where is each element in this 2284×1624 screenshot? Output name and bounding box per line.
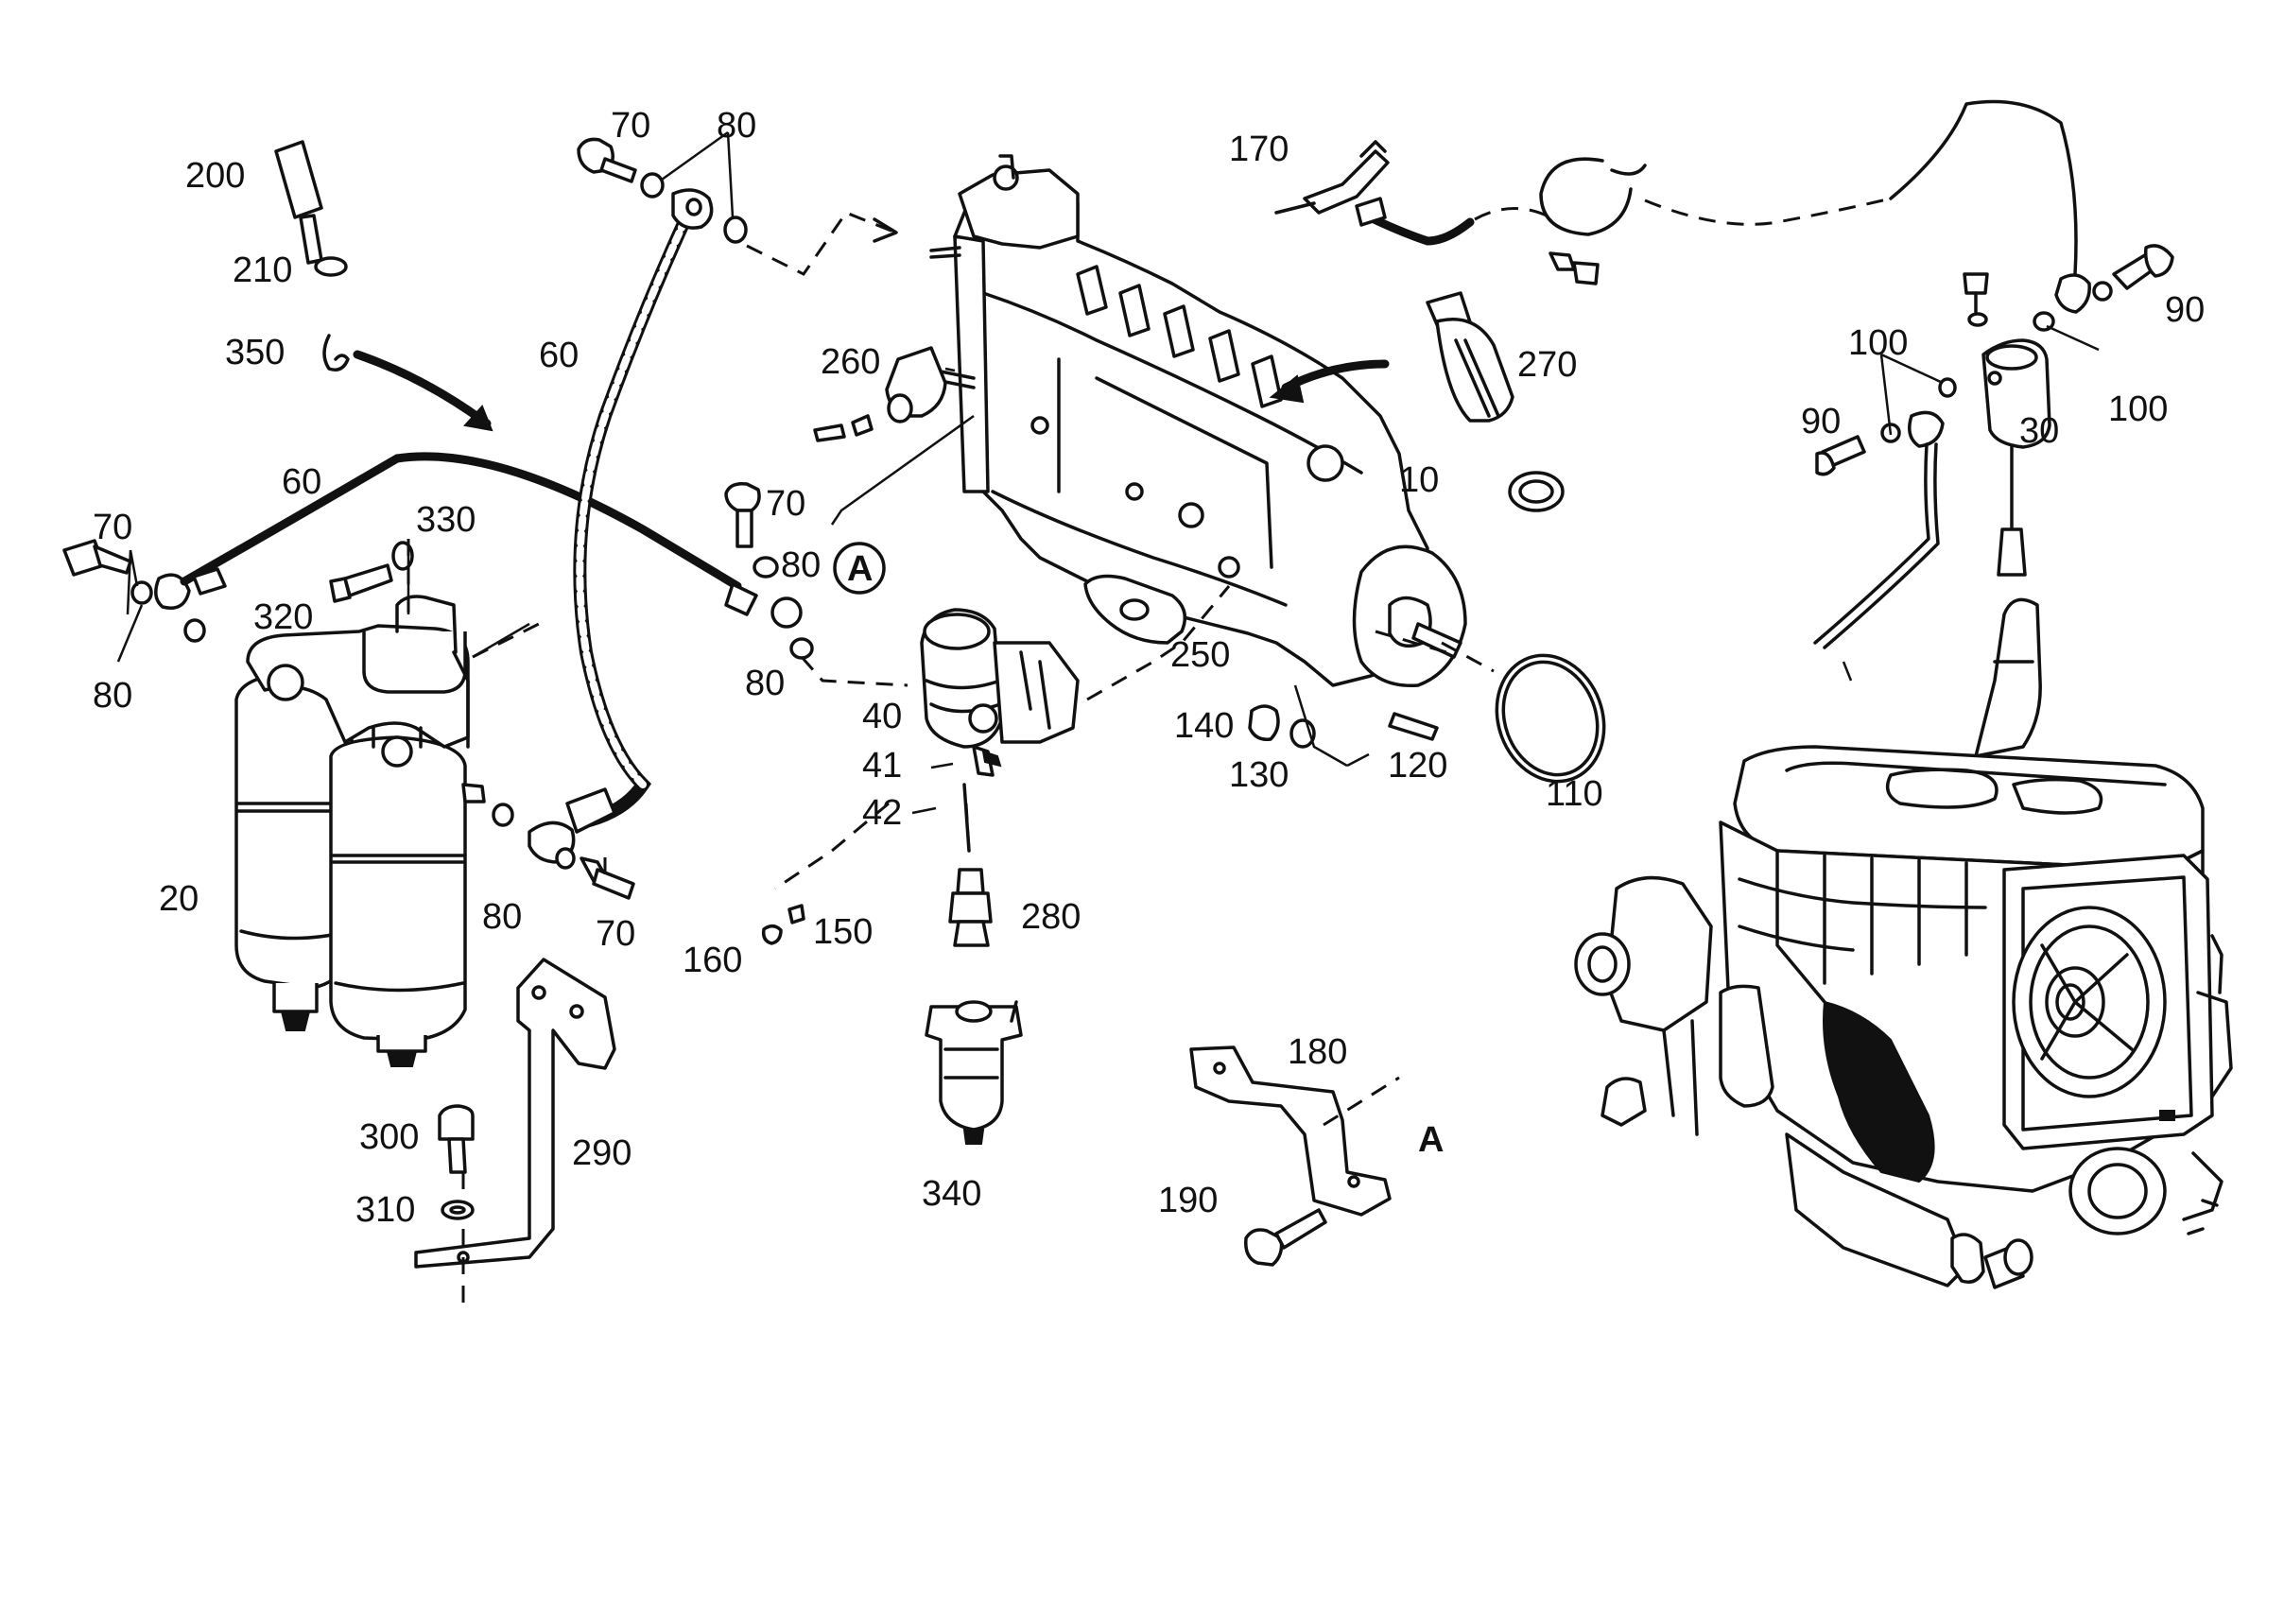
leader-A-pump (830, 414, 975, 526)
dashed-arrowhead-top (873, 217, 898, 243)
label-20: 20 (159, 879, 199, 919)
label-90-left: 90 (1801, 402, 1841, 441)
label-130: 130 (1229, 755, 1289, 795)
banjo-fittings-left (62, 539, 414, 643)
injection-pump (929, 154, 1467, 688)
label-40: 40 (862, 697, 902, 736)
bracket-290 (414, 958, 616, 1304)
label-140: 140 (1174, 706, 1234, 746)
label-41: 41 (862, 746, 902, 786)
label-350: 350 (225, 333, 285, 372)
label-200: 200 (185, 156, 245, 196)
banjo-bolt-top (577, 137, 748, 244)
label-210: 210 (233, 251, 292, 290)
label-60-lower: 60 (282, 462, 321, 502)
sediment-bowl-340 (925, 1000, 1023, 1145)
nut-140 (1248, 704, 1280, 741)
ref-A-circled-label: A (847, 549, 873, 589)
label-330: 330 (416, 500, 476, 540)
label-70-bottom: 70 (596, 914, 635, 954)
label-80-center: 80 (781, 545, 821, 585)
label-80-left: 80 (93, 676, 132, 716)
label-90-right: 90 (2165, 290, 2205, 330)
ref-A-circle (833, 542, 886, 595)
label-110: 110 (1546, 774, 1603, 814)
dashed-feedpump-flange (1086, 585, 1231, 701)
bracket-180 (1189, 1045, 1400, 1267)
fuel-line-60-upper (528, 188, 714, 864)
label-290: 290 (572, 1133, 632, 1173)
clamp-ring (1539, 157, 1647, 285)
leader-lines (116, 130, 2100, 874)
leader-130-120 (1293, 684, 1370, 768)
dashed-line-top (746, 211, 894, 276)
callout-labels: 10 20 30 40 41 42 60 60 70 70 70 70 80 8… (93, 106, 2205, 1230)
small-parts-150-160 (761, 802, 890, 945)
label-100-right: 100 (2108, 389, 2168, 429)
label-100-left: 100 (1848, 323, 1908, 363)
label-160: 160 (683, 941, 742, 980)
arrowhead-270 (1269, 374, 1305, 404)
sensor-170 (1274, 140, 1551, 246)
label-80-bottom: 80 (482, 897, 522, 937)
bleed-bolt-right (492, 803, 635, 900)
arrowhead-350 (463, 405, 493, 432)
plug-200 (274, 140, 348, 277)
banjo-270 (1426, 291, 1565, 512)
engine-overview (1574, 597, 2233, 1289)
label-120: 120 (1388, 746, 1447, 786)
dashed-line-110 (1441, 641, 1495, 673)
o-ring-110 (1495, 653, 1606, 784)
label-170: 170 (1229, 130, 1289, 169)
feed-pump (920, 608, 1080, 777)
label-190: 190 (1158, 1181, 1218, 1220)
label-30: 30 (2019, 411, 2059, 451)
label-320: 320 (253, 597, 313, 637)
dashed-feedpump-in (800, 656, 908, 687)
clip-350 (322, 334, 350, 371)
label-80-pump: 80 (745, 664, 785, 703)
fuel-filter-assembly (234, 595, 486, 1067)
label-340: 340 (922, 1174, 981, 1214)
fuel-line-60-lower (180, 452, 742, 596)
dashed-line-30 (1644, 197, 1892, 226)
label-270: 270 (1517, 345, 1577, 385)
label-260: 260 (821, 342, 880, 382)
ref-A-label: A (1418, 1120, 1444, 1160)
label-310: 310 (355, 1190, 415, 1230)
fitting-280 (948, 783, 993, 947)
label-42: 42 (862, 793, 902, 833)
bolt-70-center (724, 481, 814, 660)
adapter-260 (813, 346, 956, 442)
arrow-350 (353, 350, 492, 428)
label-150: 150 (813, 912, 873, 952)
label-70-topleft: 70 (93, 508, 132, 547)
key-120 (1388, 712, 1439, 741)
label-280: 280 (1021, 897, 1081, 937)
label-250: 250 (1170, 635, 1230, 675)
o-ring-110-inner (1501, 660, 1600, 777)
label-180: 180 (1288, 1032, 1347, 1072)
label-300: 300 (359, 1117, 419, 1157)
label-60-upper: 60 (539, 336, 579, 375)
cable-30 (1889, 99, 2078, 276)
label-70-center: 70 (766, 484, 805, 524)
label-70-top: 70 (611, 106, 650, 146)
label-10: 10 (1399, 460, 1439, 500)
gasket-250 (1083, 574, 1187, 645)
label-80-top: 80 (717, 106, 756, 146)
sensor-30 (1813, 244, 2174, 649)
